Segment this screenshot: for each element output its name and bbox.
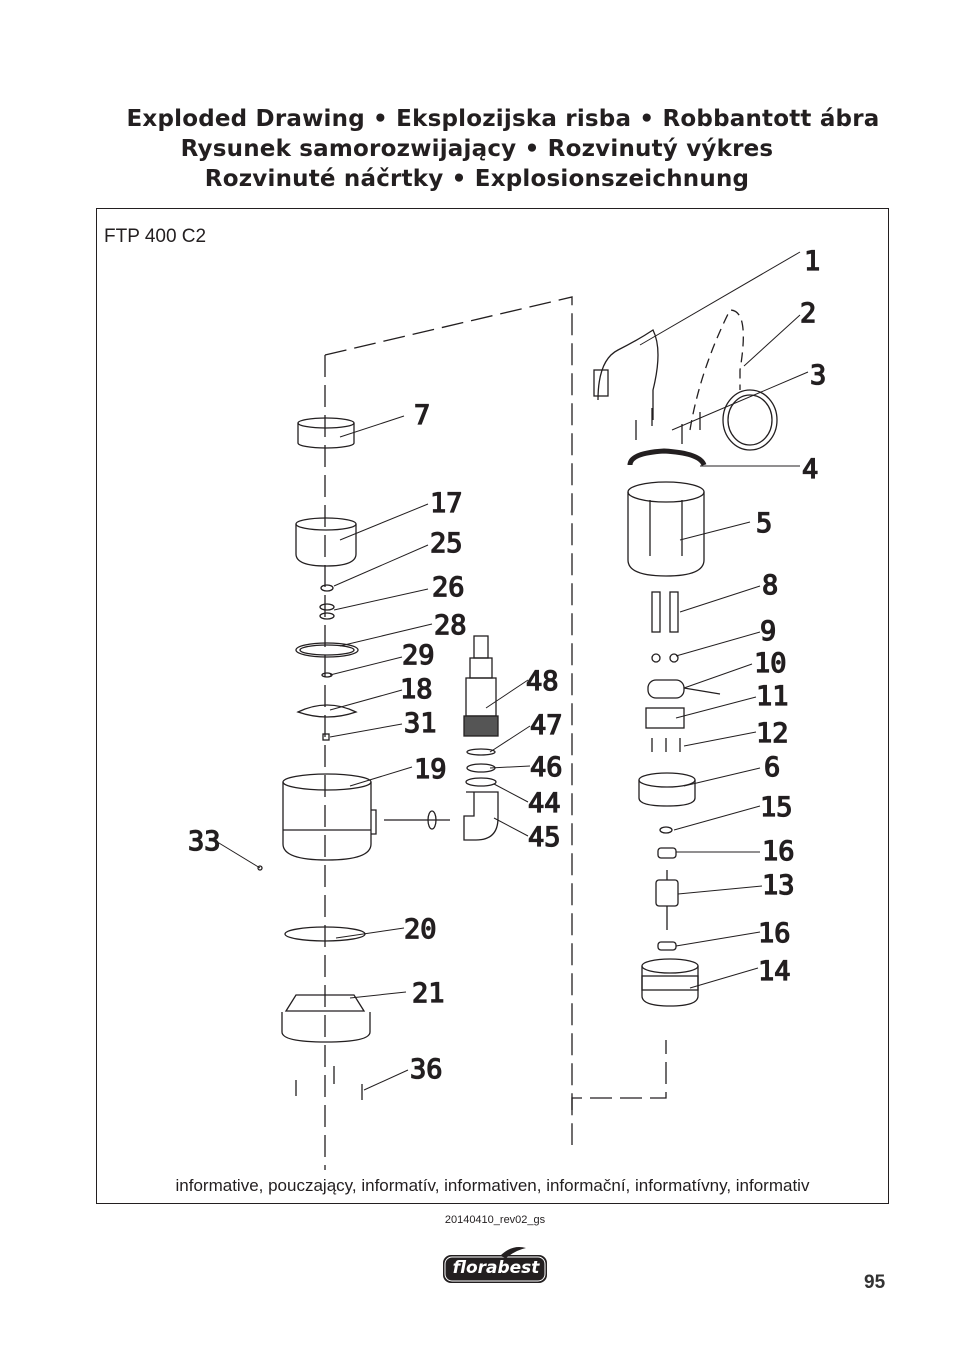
connector-axis	[324, 296, 573, 1145]
label-48: 48	[526, 666, 559, 697]
label-16-bottom: 16	[758, 918, 791, 949]
part-10-wire	[683, 687, 721, 695]
label-5: 5	[756, 508, 772, 539]
part-45-elbow	[463, 791, 499, 841]
part-2-float-cable	[689, 309, 744, 431]
part-47-ring	[466, 748, 496, 756]
label-17: 17	[430, 488, 463, 519]
part-16-bearing-top	[657, 847, 677, 859]
part-9-a	[651, 653, 661, 663]
label-12: 12	[756, 718, 789, 749]
label-45: 45	[528, 822, 561, 853]
label-3: 3	[810, 360, 826, 391]
part-18-impeller	[296, 704, 358, 718]
part-3-float	[722, 389, 778, 451]
label-16-top: 16	[762, 836, 795, 867]
part-31-nut	[322, 733, 330, 741]
label-4: 4	[802, 454, 818, 485]
label-46: 46	[530, 752, 563, 783]
label-18: 18	[400, 674, 433, 705]
label-20: 20	[404, 914, 437, 945]
label-31: 31	[404, 708, 437, 739]
part-5-motor-housing	[627, 481, 705, 577]
label-47: 47	[530, 710, 563, 741]
label-10: 10	[754, 648, 787, 679]
part-16-bearing-bottom	[657, 941, 677, 951]
title-line-1: Exploded Drawing • Eksplozijska risba • …	[126, 106, 880, 132]
part-26-washer	[319, 603, 335, 611]
title-line-2: Rysunek samorozwijający • Rozvinutý výkr…	[180, 136, 774, 162]
label-6: 6	[764, 752, 780, 783]
label-11: 11	[756, 681, 789, 712]
part-17-cup	[295, 517, 357, 567]
label-21: 21	[412, 978, 445, 1009]
part-25-washer	[320, 584, 334, 592]
title-line-3: Rozvinuté náčrtky • Explosionszeichnung	[204, 166, 750, 192]
part-10-capacitor	[647, 679, 685, 699]
part-8-rod-a	[651, 591, 661, 633]
model-label: FTP 400 C2	[104, 226, 207, 247]
part-7-cap	[297, 417, 355, 449]
part-28-ring-inner	[299, 644, 355, 656]
part-33-pin	[257, 865, 263, 871]
part-14-stator	[641, 958, 699, 1007]
elbow-o-ring	[427, 810, 437, 830]
label-19: 19	[414, 754, 447, 785]
part-48-nozzle	[463, 635, 499, 737]
part-15-clip	[659, 826, 673, 834]
brand-name: florabest	[452, 1258, 540, 1278]
label-14: 14	[758, 956, 791, 987]
label-7: 7	[414, 400, 430, 431]
part-3-float-inner	[727, 394, 773, 446]
label-33: 33	[188, 826, 221, 857]
label-29: 29	[402, 640, 435, 671]
part-11-block	[645, 707, 685, 729]
part-8-rod-b	[669, 591, 679, 633]
part-1-cable	[597, 329, 659, 420]
part-13-rotor	[655, 870, 679, 930]
label-15: 15	[760, 792, 793, 823]
label-28: 28	[434, 610, 467, 641]
label-13: 13	[762, 870, 795, 901]
drawing-frame	[96, 208, 889, 1204]
label-26: 26	[432, 572, 465, 603]
label-8: 8	[762, 570, 778, 601]
label-36: 36	[410, 1054, 443, 1085]
right-axis-bottom	[571, 1040, 667, 1110]
part-9-b	[669, 653, 679, 663]
label-44: 44	[528, 788, 561, 819]
part-19-housing	[282, 773, 377, 861]
label-9: 9	[760, 616, 776, 647]
part-44-ring	[465, 777, 497, 787]
footnote: informative, pouczający, informatív, inf…	[175, 1176, 810, 1195]
label-2: 2	[800, 298, 816, 329]
revision-code: 20140410_rev02_gs	[444, 1214, 546, 1226]
label-1: 1	[804, 246, 820, 277]
part-28-ring	[295, 642, 359, 658]
part-4-handle	[627, 448, 707, 467]
part-6-cover	[638, 772, 696, 807]
label-25: 25	[430, 528, 463, 559]
part-26-washer-b	[319, 612, 335, 620]
part-21-base	[281, 994, 371, 1043]
florabest-logo	[443, 1247, 547, 1283]
page-number: 95	[864, 1272, 886, 1293]
leader-lines	[213, 251, 809, 1091]
part-1-plug	[593, 369, 609, 397]
